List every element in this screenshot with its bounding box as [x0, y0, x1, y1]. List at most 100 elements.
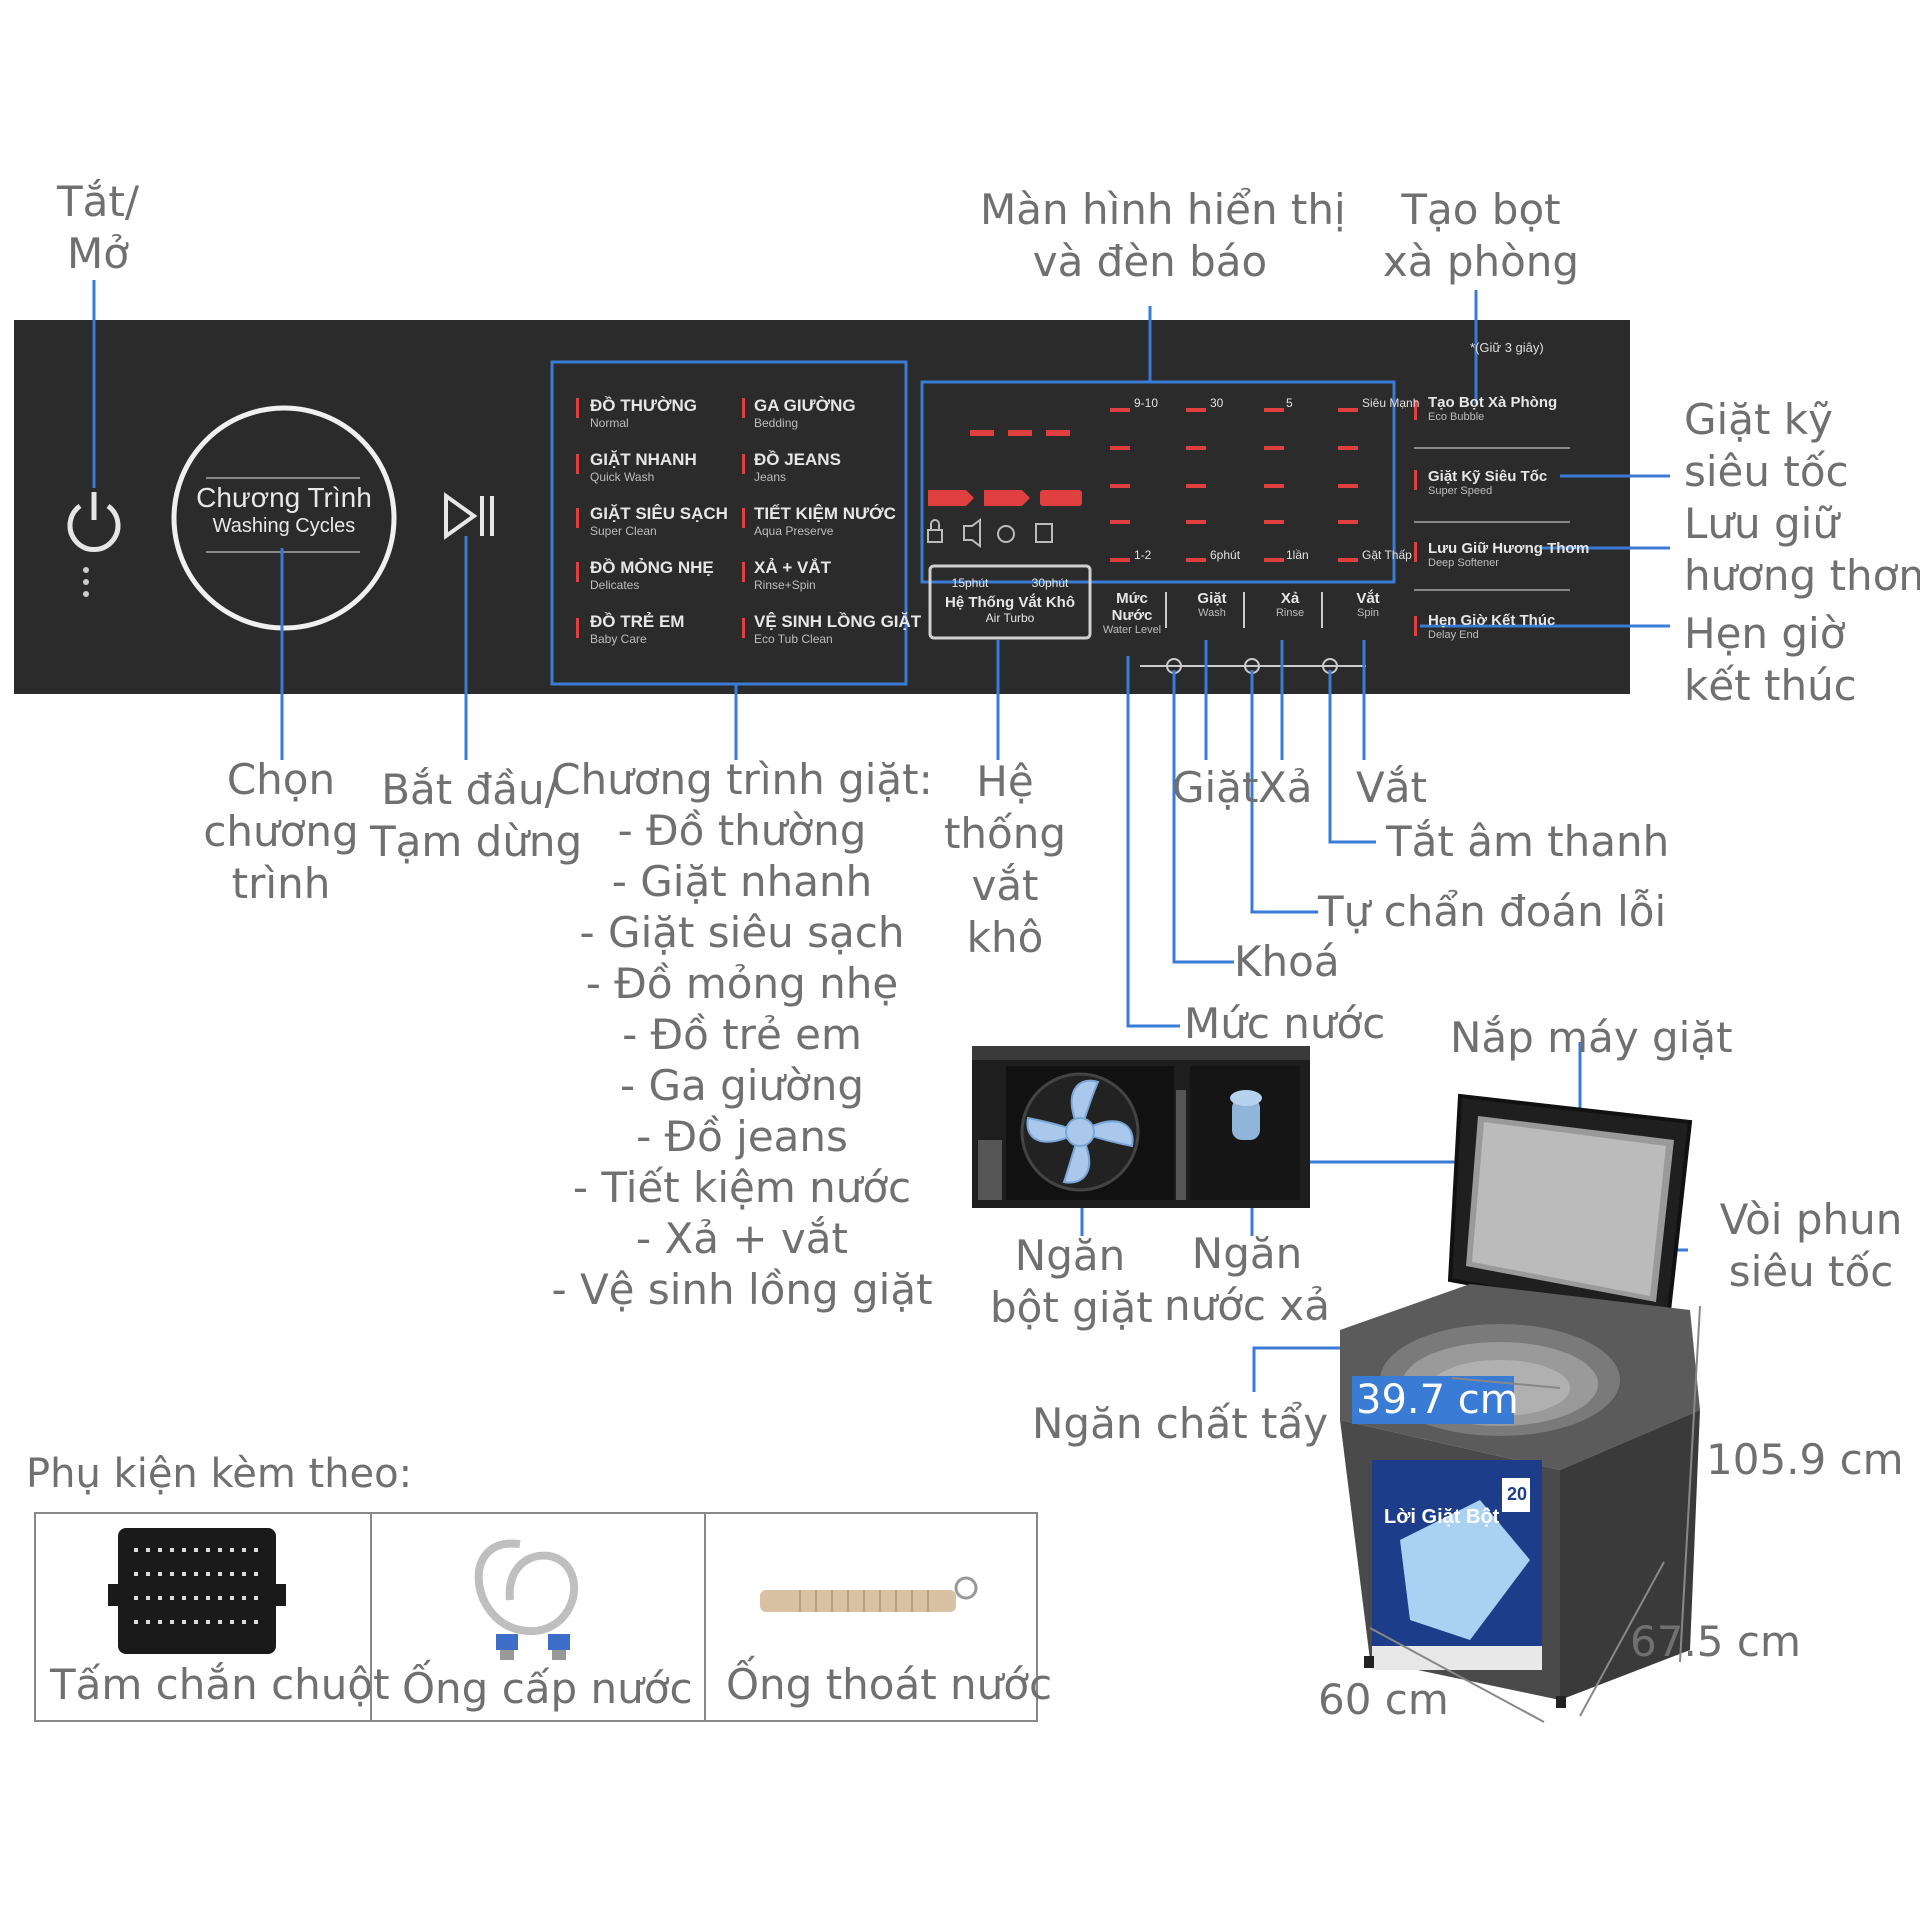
status-pills [928, 490, 1082, 506]
label-wash: Giặt [1172, 763, 1259, 812]
label-power-line1: Tắt/ [56, 177, 139, 226]
label-select-line1: Chọn [226, 755, 336, 804]
label-nozzle: Vòi phun siêu tốc [1716, 1194, 1906, 1298]
label-softener-line1: Lưu giữ [1684, 499, 1839, 548]
label-nozzle-line1: Vòi phun [1719, 1195, 1903, 1244]
label-power: Tắt/ Mở [48, 176, 148, 280]
program-list-item: - Vệ sinh lồng giặt [551, 1265, 933, 1314]
program-markers [576, 398, 745, 638]
dial-subtitle: Washing Cycles [212, 515, 356, 537]
label-start-line1: Bắt đầu/ [381, 765, 559, 814]
right-separators [1414, 447, 1570, 591]
panel-program-en: Delicates [590, 578, 640, 592]
level-label: 1-2 [1134, 548, 1152, 562]
panel-program-en: Rinse+Spin [754, 578, 816, 592]
power-icon [67, 492, 121, 597]
label-air-line4: khô [966, 913, 1044, 962]
program-list-item: - Đồ thường [617, 806, 867, 855]
level-label: Siêu Mạnh [1362, 396, 1420, 410]
level-label: 9-10 [1134, 396, 1159, 410]
level-label: 30 [1210, 396, 1224, 410]
dial-label: Chương Trình Washing Cycles [196, 482, 372, 538]
panel-bottom-button-en: Wash [1198, 607, 1226, 619]
label-diagnose: Tự chẩn đoán lỗi [1318, 887, 1667, 936]
level-label: 1lần [1286, 548, 1309, 562]
right-markers [1414, 400, 1417, 636]
label-bubble-line1: Tạo bọt [1401, 185, 1561, 234]
program-list: Chương trình giặt: - Đồ thường- Giặt nha… [532, 754, 952, 1315]
panel-right-button-en: Super Speed [1428, 485, 1493, 497]
program-list-title: Chương trình giặt: [551, 755, 933, 804]
panel-program-en: Quick Wash [590, 470, 655, 484]
label-start-pause: Bắt đầu/ Tạm dừng [370, 764, 582, 868]
level-label: Gặt Thấp [1362, 548, 1412, 562]
panel-program-vi: ĐỒ TRẺ EM [590, 612, 685, 631]
rat-guard-image [108, 1528, 286, 1654]
panel-right-button-vi: Lưu Giữ Hương Thơm [1428, 540, 1590, 557]
panel-bottom-button-vi: Vắt [1356, 590, 1380, 607]
label-air-line3: vắt [971, 861, 1039, 910]
program-dial [171, 405, 397, 631]
label-super-speed-line1: Giặt kỹ [1684, 395, 1833, 444]
program-list-frame [550, 360, 908, 686]
label-spin: Vắt [1356, 763, 1427, 812]
panel-program-vi: VỆ SINH LỒNG GIẶT [754, 612, 922, 631]
panel-bottom-button-en: Water Level [1102, 624, 1162, 636]
label-mute: Tắt âm thanh [1386, 817, 1670, 866]
display-frame [920, 380, 1396, 584]
label-softener: Lưu giữ hương thơm [1684, 498, 1920, 602]
label-air-line1: Hệ [976, 757, 1034, 806]
panel-right-button-vi: Hẹn Giờ Kết Thúc [1428, 612, 1556, 629]
panel-program-vi: ĐỒ MỎNG NHẸ [590, 558, 714, 577]
inlet-hose-image [474, 1539, 579, 1660]
label-super-speed-line2: siêu tốc [1684, 447, 1849, 496]
label-nozzle-line2: siêu tốc [1728, 1247, 1894, 1296]
panel-program-en: Super Clean [590, 524, 657, 538]
label-lid: Nắp máy giặt [1450, 1013, 1733, 1062]
panel-right-button-en: Deep Softener [1428, 557, 1499, 569]
drain-hose-image [760, 1576, 978, 1612]
air-turbo-button [928, 564, 1092, 640]
panel-program-vi: TIẾT KIỆM NƯỚC [754, 504, 896, 523]
indicator-icons [927, 518, 1053, 548]
air-en: Air Turbo [985, 611, 1035, 625]
program-list-item: - Giặt nhanh [611, 857, 873, 906]
label-rinse: Xả [1258, 763, 1313, 812]
segment-display [970, 430, 1070, 436]
label-air-line2: thống [943, 809, 1067, 858]
label-water-level: Mức nước [1184, 999, 1386, 1048]
panel-program-en: Eco Tub Clean [754, 632, 833, 646]
program-list-item: - Xả + vắt [636, 1214, 848, 1263]
air-top-1: 30phút [1031, 576, 1069, 590]
panel-right-button-vi: Tạo Bọt Xà Phòng [1428, 394, 1558, 411]
dimension-lines [1369, 1305, 1701, 1723]
panel-program-en: Jeans [754, 470, 787, 484]
accessories-table: Tấm chắn chuột Ống cấp nước Ống thoát nư… [34, 1512, 1052, 1722]
panel-bottom-button-vi: Xả [1280, 590, 1300, 607]
panel-program-vi: XẢ + VẮT [754, 558, 831, 577]
label-display-line1: Màn hình hiển thị [980, 185, 1346, 234]
label-air-dry: Hệ thống vắt khô [930, 756, 1080, 964]
program-list-item: - Đồ jeans [636, 1112, 848, 1161]
panel-right-button-en: Eco Bubble [1428, 411, 1485, 423]
panel-program-vi: GIẶT SIÊU SẠCH [590, 504, 728, 523]
accessory-cell-2: Ống cấp nước [370, 1514, 706, 1720]
label-softener-tray-line2: nước xả [1164, 1281, 1330, 1330]
accessory-label-2: Ống cấp nước [402, 1664, 693, 1713]
program-list-item: - Giặt siêu sạch [579, 908, 905, 957]
program-list-item: - Tiết kiệm nước [572, 1163, 912, 1212]
